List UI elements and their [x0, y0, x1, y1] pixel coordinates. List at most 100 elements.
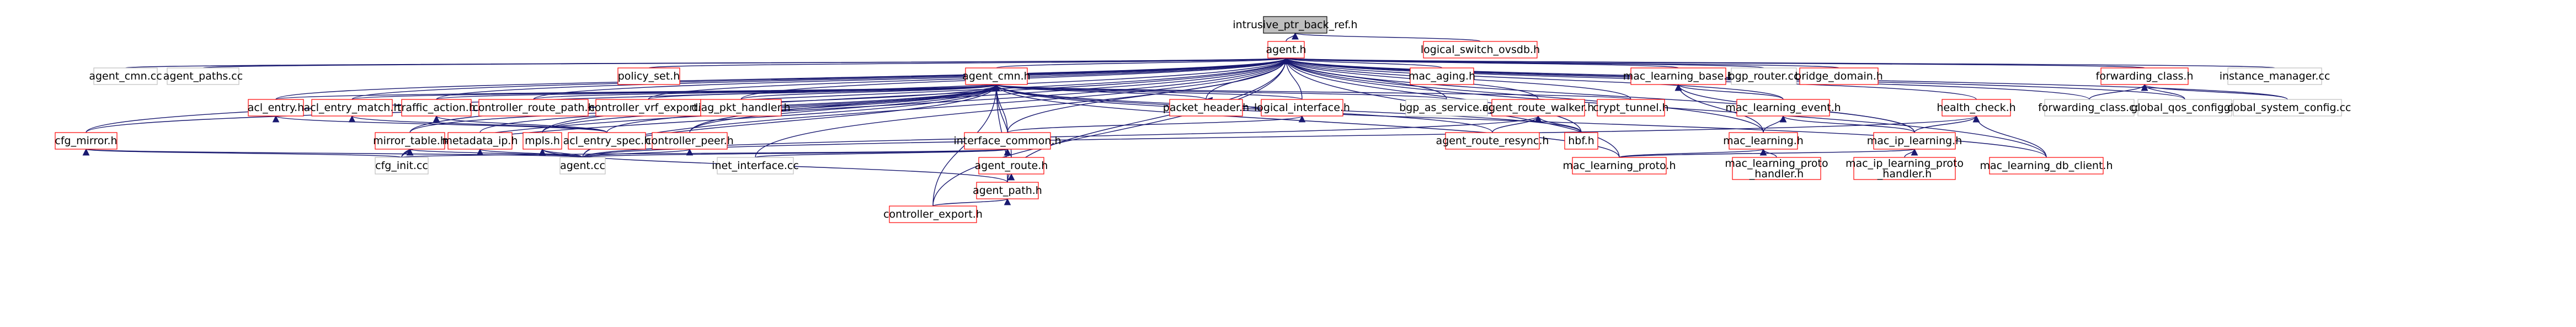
node-box-intrusive_ptr_back_ref: [1263, 16, 1327, 34]
node-box-mac_aging_h: [1410, 67, 1474, 85]
node-agent_route_walker_h[interactable]: agent_route_walker.h: [1482, 99, 1594, 117]
node-acl_entry_spec_h[interactable]: acl_entry_spec.h: [563, 132, 651, 150]
edge-agent_cmn_h-to-traffic_action_h: [436, 83, 1000, 100]
edge-intrusive_ptr_back_ref-to-agent_h: [1286, 32, 1299, 42]
edge-agent_h-to-mac_learning_db_client_h: [1282, 57, 2047, 158]
edge-agent_cmn_h-to-packet_header_h: [993, 83, 1207, 100]
node-box-bgp_as_service_cc: [1405, 99, 1488, 117]
node-logical_switch_ovsdb[interactable]: logical_switch_ovsdb.h: [1421, 41, 1540, 59]
node-acl_entry_h[interactable]: acl_entry.h: [248, 99, 304, 117]
node-label-bgp_router_cc: bgp_router.cc: [1729, 70, 1800, 82]
node-label-instance_manager_cc: instance_manager.cc: [2220, 70, 2330, 82]
node-agent_path_h[interactable]: agent_path.h: [973, 182, 1042, 199]
node-box-mac_ip_learning_h: [1873, 132, 1956, 150]
node-mirror_table_h[interactable]: mirror_table.h: [373, 132, 447, 150]
node-label-agent_cmn_h: agent_cmn.h: [962, 70, 1030, 82]
edge-agent_h-to-traffic_action_h: [436, 57, 1289, 100]
node-diag_pkt_handler_h[interactable]: diag_pkt_handler.h: [691, 99, 791, 117]
node-label-acl_entry_spec_h: acl_entry_spec.h: [563, 135, 651, 147]
node-box-controller_peer_h: [652, 132, 728, 150]
node-cfg_mirror_h[interactable]: cfg_mirror.h: [55, 132, 118, 150]
node-box-forwarding_class_h: [2100, 67, 2189, 85]
node-agent_cmn_h[interactable]: agent_cmn.h: [962, 67, 1031, 85]
node-agent_h[interactable]: agent.h: [1266, 41, 1306, 59]
node-agent_route_h[interactable]: agent_route.h: [975, 157, 1048, 175]
edge-health_check_h-to-mac_learning_db_client_h: [1972, 115, 2047, 158]
node-box-global_system_config_cc: [2233, 99, 2342, 117]
edge-agent_h-to-policy_set_h: [648, 57, 1289, 68]
node-bgp_router_cc: bgp_router.cc: [1729, 67, 1800, 85]
edge-agent_h-to-mirror_table_h: [409, 57, 1290, 133]
node-controller_vrf_export_h[interactable]: controller_vrf_export.h: [589, 99, 708, 117]
edge-agent_cmn_h-to-controller_vrf_export_h: [648, 83, 1000, 100]
node-label-forwarding_class_cc: forwarding_class.cc: [2038, 102, 2141, 114]
edge-logical_interface_h-to-interface_common_h: [1007, 115, 1305, 133]
node-box-controller_export_h: [889, 205, 977, 223]
node-mac_learning_proto_h[interactable]: mac_learning_proto.h: [1562, 157, 1676, 175]
node-packet_header_h[interactable]: packet_header.h: [1163, 99, 1249, 117]
node-interface_common_h[interactable]: interface_common.h: [953, 132, 1062, 150]
node-mac_ip_learning_h[interactable]: mac_ip_learning.h: [1867, 132, 1962, 150]
edge-acl_entry_h-to-acl_entry_spec_h: [273, 115, 607, 133]
node-forwarding_class_cc: forwarding_class.cc: [2038, 99, 2141, 117]
edge-agent_h-to-mac_aging_h: [1283, 57, 1443, 68]
edge-agent_h-to-bridge_domain_h: [1283, 57, 1839, 68]
edge-agent_cmn_h-to-bgp_as_service_cc: [993, 83, 1447, 100]
node-label-agent_route_resync_h: agent_route_resync.h: [1436, 135, 1549, 147]
node-mpls_h[interactable]: mpls.h: [522, 132, 562, 150]
node-box-mac_ip_learning_proto_handler_h: [1853, 157, 1956, 180]
edge-forwarding_class_h-to-global_system_config_cc: [2141, 83, 2288, 100]
edge-controller_peer_h-to-agent_cc: [582, 148, 694, 158]
node-label-mac_learning_event_h: mac_learning_event.h: [1725, 102, 1841, 114]
edge-mac_learning_event_h-to-mac_ip_learning_h: [1779, 115, 1915, 133]
node-mac_learning_base_h[interactable]: mac_learning_base.h: [1623, 67, 1734, 85]
node-box-bgp_router_cc: [1731, 67, 1797, 85]
node-controller_route_path_h[interactable]: controller_route_path.h: [472, 99, 595, 117]
node-global_qos_config_cc: global_qos_config.cc: [2131, 99, 2239, 117]
node-box-metadata_ip_h: [447, 132, 513, 150]
node-mac_ip_learning_proto_handler_h[interactable]: mac_ip_learning_proto_handler.h: [1846, 157, 1964, 180]
node-label-mac_ip_learning_proto_handler_h: mac_ip_learning_proto_handler.h: [1846, 157, 1964, 180]
node-mac_learning_db_client_h[interactable]: mac_learning_db_client.h: [1980, 157, 2113, 175]
node-mac_learning_h[interactable]: mac_learning.h: [1723, 132, 1804, 150]
edge-interface_common_h-to-inet_interface_cc: [755, 148, 1011, 158]
node-label-mirror_table_h: mirror_table.h: [373, 135, 447, 147]
node-label-diag_pkt_handler_h: diag_pkt_handler.h: [691, 102, 790, 114]
node-mac_aging_h[interactable]: mac_aging.h: [1409, 67, 1475, 85]
edge-agent_cmn_h-to-logical_interface_h: [993, 83, 1303, 100]
node-controller_peer_h[interactable]: controller_peer.h: [646, 132, 734, 150]
node-acl_entry_match_h[interactable]: acl_entry_match.h: [304, 99, 401, 117]
node-box-agent_h: [1267, 41, 1305, 59]
edge-agent_h-to-agent_paths_cc: [202, 57, 1288, 68]
node-box-mac_learning_proto_h: [1572, 157, 1667, 175]
node-instance_manager_cc: instance_manager.cc: [2220, 67, 2330, 85]
node-metadata_ip_h[interactable]: metadata_ip.h: [442, 132, 518, 150]
edge-agent_cmn_h-to-controller_route_path_h: [533, 83, 1000, 100]
node-label-agent_path_h: agent_path.h: [973, 184, 1042, 197]
node-label-agent_h: agent.h: [1266, 44, 1306, 56]
node-logical_interface_h[interactable]: logical_interface.h: [1254, 99, 1350, 117]
edge-agent_cmn_h-to-mac_learning_db_client_h: [993, 83, 2047, 158]
node-policy_set_h[interactable]: policy_set.h: [617, 67, 680, 85]
node-controller_export_h[interactable]: controller_export.h: [883, 205, 983, 223]
edge-agent_cmn_h-to-controller_peer_h: [689, 83, 1000, 133]
node-hbf_h[interactable]: hbf.h: [1564, 132, 1598, 150]
node-box-instance_manager_cc: [2227, 67, 2322, 85]
node-label-intrusive_ptr_back_ref: intrusive_ptr_back_ref.h: [1233, 19, 1357, 31]
node-box-agent_route_h: [978, 157, 1044, 175]
node-mac_learning_proto_handler_h[interactable]: mac_learning_proto_handler.h: [1725, 157, 1828, 180]
node-mac_learning_event_h[interactable]: mac_learning_event.h: [1725, 99, 1841, 117]
node-bridge_domain_h[interactable]: bridge_domain.h: [1795, 67, 1883, 85]
node-label-logical_switch_ovsdb: logical_switch_ovsdb.h: [1421, 44, 1540, 56]
node-forwarding_class_h[interactable]: forwarding_class.h: [2096, 67, 2194, 85]
node-traffic_action_h[interactable]: traffic_action.h: [397, 99, 476, 117]
node-label-cfg_mirror_h: cfg_mirror.h: [55, 135, 117, 147]
node-agent_route_resync_h[interactable]: agent_route_resync.h: [1436, 132, 1549, 150]
edge-agent_path_h-to-controller_export_h: [932, 198, 1011, 207]
edge-agent_h-to-mpls_h: [542, 57, 1290, 133]
node-health_check_h[interactable]: health_check.h: [1937, 99, 2016, 117]
node-crypt_tunnel_h[interactable]: crypt_tunnel.h: [1593, 99, 1669, 117]
node-box-mac_learning_base_h: [1630, 67, 1726, 85]
node-box-agent_path_h: [976, 182, 1039, 199]
node-label-mac_learning_db_client_h: mac_learning_db_client.h: [1980, 160, 2113, 172]
